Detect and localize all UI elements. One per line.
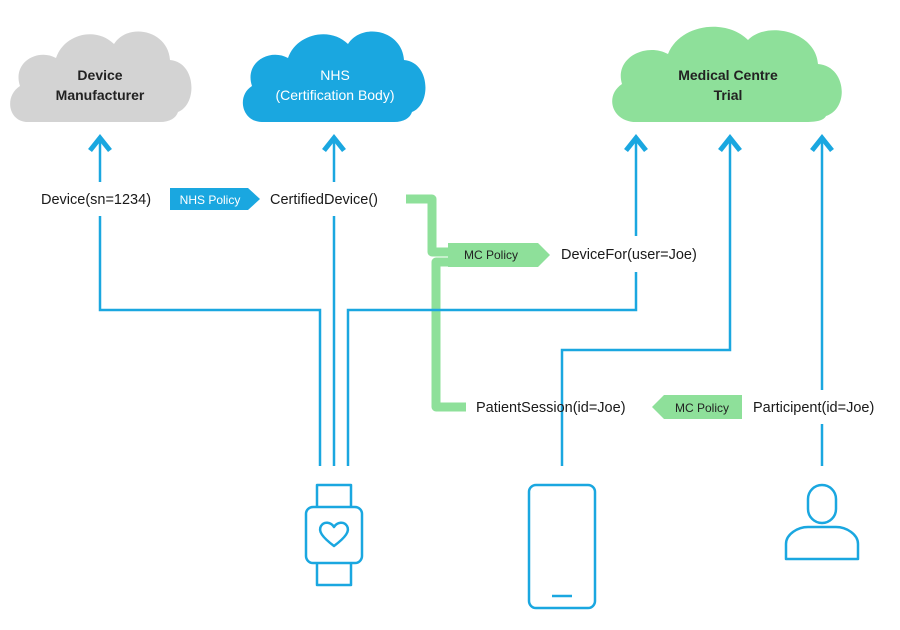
label-participant: Participent(id=Joe) <box>753 400 874 416</box>
cloud-medical-centre: Medical Centre Trial <box>612 26 842 122</box>
cloud-label-line1: Device <box>77 67 122 83</box>
line-phone-to-medical <box>560 133 742 466</box>
connector-mc-policy-to-patient-session <box>431 257 466 412</box>
label-patient-session: PatientSession(id=Joe) <box>476 400 626 416</box>
label-device: Device(sn=1234) <box>41 192 151 208</box>
blue-connectors <box>88 133 834 466</box>
policy-badge-mc-participant: MC Policy <box>652 395 742 419</box>
cloud-label-line2: (Certification Body) <box>275 87 394 103</box>
line-watch-to-manufacturer <box>98 216 322 466</box>
cloud-nhs: NHS (Certification Body) <box>242 31 426 123</box>
cloud-label-line1: NHS <box>320 67 350 83</box>
cloud-label-line1: Medical Centre <box>678 67 778 83</box>
label-certified-device: CertifiedDevice() <box>270 192 378 208</box>
person-icon <box>784 483 860 561</box>
label-device-for: DeviceFor(user=Joe) <box>561 247 697 263</box>
cloud-device-manufacturer: Device Manufacturer <box>10 31 192 123</box>
policy-badge-nhs: NHS Policy <box>170 188 260 210</box>
cloud-label-line2: Trial <box>714 87 743 103</box>
policy-label: MC Policy <box>464 248 518 262</box>
smartphone-icon <box>527 483 597 610</box>
policy-label: MC Policy <box>675 401 729 415</box>
cloud-label-line2: Manufacturer <box>56 87 145 103</box>
policy-badge-mc-device: MC Policy <box>448 243 550 267</box>
green-flow-connectors <box>406 194 466 412</box>
policy-label: NHS Policy <box>180 193 241 207</box>
smartwatch-icon <box>304 483 364 587</box>
connector-certified-to-mc-policy <box>406 194 448 257</box>
line-watch-to-medical <box>346 272 638 466</box>
